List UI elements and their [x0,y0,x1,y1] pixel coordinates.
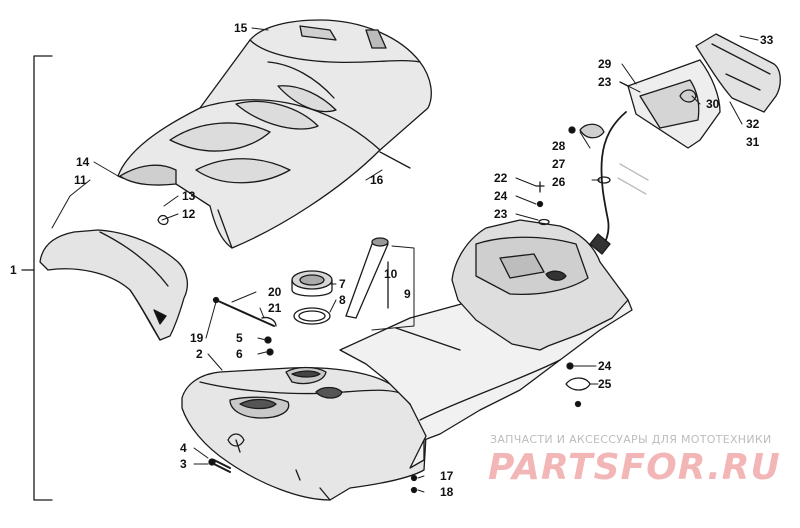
callout-3: 3 [180,457,187,471]
callout-23-upper: 23 [598,75,612,89]
callout-22: 22 [494,171,508,185]
callout-13: 13 [182,189,196,203]
fuel-sender-10 [345,237,415,331]
callout-25: 25 [598,377,612,391]
hardware-lower [565,362,591,408]
callout-24-upper: 24 [494,189,508,203]
part-18 [410,486,418,494]
callout-15: 15 [234,21,248,35]
callout-17: 17 [440,469,454,483]
seat-part [117,19,432,249]
callout-18: 18 [440,485,454,499]
callout-26: 26 [552,175,566,189]
callout-21: 21 [268,301,282,315]
callout-33: 33 [760,33,774,47]
callout-12: 12 [182,207,196,221]
clip-12 [157,214,169,226]
callout-32: 32 [746,117,760,131]
strap-16 [379,151,411,169]
callout-5: 5 [236,331,243,345]
callout-30: 30 [706,97,720,111]
callout-19: 19 [190,331,204,345]
callout-20: 20 [268,285,282,299]
fuel-tank-2 [181,366,427,501]
watermark-brand: PARTSFOR.RU [488,447,781,488]
callout-31: 31 [746,135,760,149]
callout-4: 4 [180,441,187,455]
callout-27: 27 [552,157,566,171]
part-6 [266,348,274,356]
hardware-upper [535,181,550,226]
callout-28: 28 [552,139,566,153]
rod-20 [212,296,277,327]
gasket-8 [293,307,331,325]
callout-16: 16 [370,173,384,187]
callout-9: 9 [404,287,411,301]
callout-14: 14 [76,155,90,169]
watermark-subtitle: ЗАПЧАСТИ И АКСЕССУАРЫ ДЛЯ МОТОТЕХНИКИ [490,433,772,446]
callout-1: 1 [10,263,17,277]
console-body [339,219,633,469]
callout-6: 6 [236,347,243,361]
part-17 [410,474,418,482]
callout-11: 11 [74,173,87,187]
callout-24-lower: 24 [598,359,612,373]
callout-2: 2 [196,347,203,361]
callout-10: 10 [384,267,398,281]
tail-cover-11 [39,229,189,341]
group-bracket-1 [21,55,53,501]
leader-lines [51,27,759,493]
drain-fitting [208,458,231,473]
wire-harness [568,111,649,255]
callout-8: 8 [339,293,346,307]
taillight-assembly [619,33,781,149]
callout-23-lower: 23 [494,207,508,221]
callout-29: 29 [598,57,612,71]
callout-7: 7 [339,277,346,291]
filler-cap-7 [291,270,333,297]
